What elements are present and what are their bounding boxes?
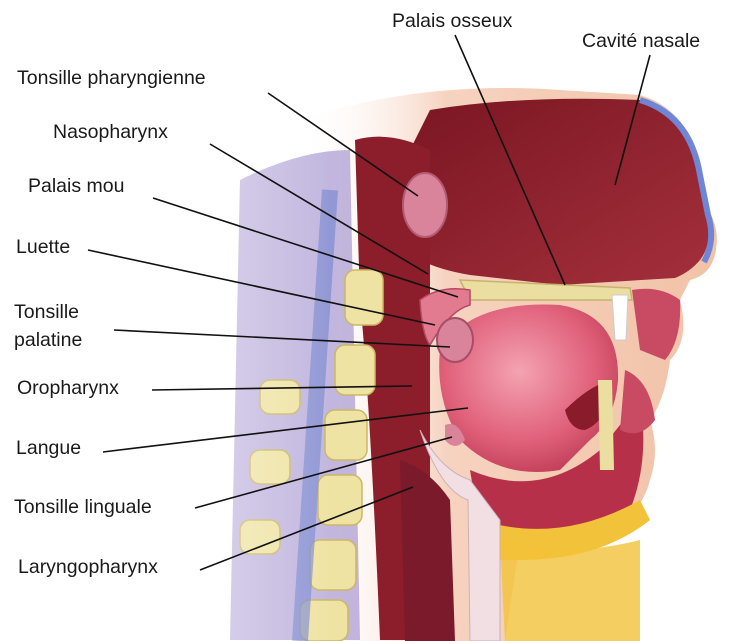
label-palais-osseux: Palais osseux — [392, 10, 512, 33]
palatine-tonsil — [437, 318, 473, 362]
label-oropharynx: Oropharynx — [17, 377, 119, 400]
label-tonsille-palatine-line2: palatine — [14, 329, 82, 352]
neck-fat — [500, 540, 640, 641]
nasal-cavity — [407, 99, 709, 285]
label-luette: Luette — [16, 236, 70, 259]
lower-teeth — [598, 380, 614, 470]
label-tonsille-pharyngienne: Tonsille pharyngienne — [17, 67, 206, 90]
label-cavite-nasale: Cavité nasale — [582, 30, 700, 53]
label-langue: Langue — [16, 437, 81, 460]
label-nasopharynx: Nasopharynx — [53, 121, 168, 144]
pharyngeal-tonsil — [403, 173, 447, 237]
upper-teeth — [612, 295, 628, 340]
label-palais-mou: Palais mou — [28, 175, 124, 198]
label-tonsille-linguale: Tonsille linguale — [14, 496, 152, 519]
label-tonsille-palatine-line1: Tonsille — [14, 301, 79, 324]
label-laryngopharynx: Laryngopharynx — [18, 556, 158, 579]
